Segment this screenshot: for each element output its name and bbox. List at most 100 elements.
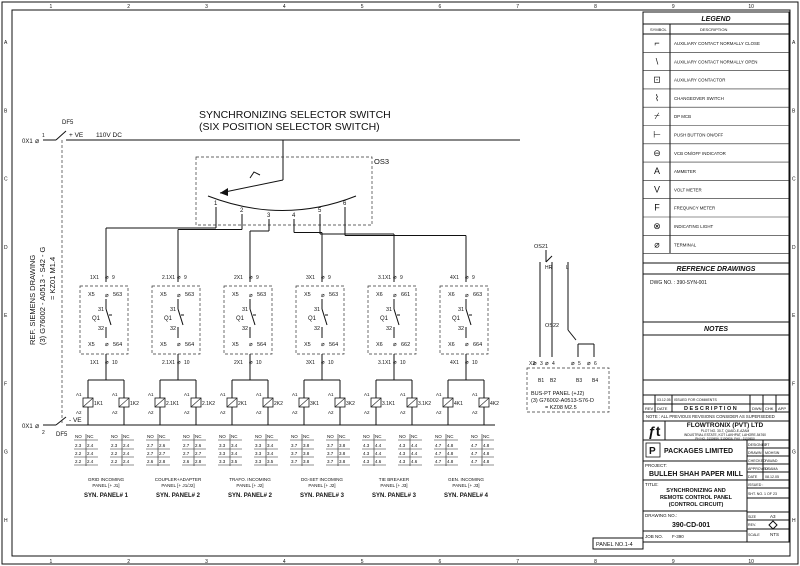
contact-no-value: 2.3 xyxy=(75,443,82,448)
drawing-no: 390-CD-001 xyxy=(672,522,710,529)
border-tick-top: 6 xyxy=(439,4,442,10)
bus-terminal-label: 3 xyxy=(540,361,543,367)
panel-no-box xyxy=(592,537,644,550)
terminal-icon: ⌀ xyxy=(321,293,325,299)
border-tick-right: A xyxy=(792,40,796,46)
switch-position-label: 3 xyxy=(267,213,271,219)
date-value: 08.12.05 xyxy=(765,475,779,479)
terminal-icon: ⌀ xyxy=(105,293,109,299)
bus-pin-label: B4 xyxy=(592,378,598,384)
border-tick-top: 10 xyxy=(748,4,754,10)
contact-no-value: 3.7 xyxy=(291,451,298,456)
legend-description: AUXILIARY CONTACTOR xyxy=(674,78,725,83)
panel-no: PANEL NO.1-4 xyxy=(596,542,633,548)
relay-pin-a1: A1 xyxy=(436,392,442,397)
panel-x-bot: X5 xyxy=(232,342,239,348)
contact-no-value: 3.3 xyxy=(219,459,226,464)
panel-pin-bot: 32 xyxy=(386,326,392,332)
panel-term-bot: 1X1 xyxy=(90,360,99,366)
panel-num-top: 9 xyxy=(328,275,331,281)
panel-2: 2.1X1⌀9X5⌀56331Q132X5⌀5642.1X1⌀10A1A2A1A… xyxy=(146,214,243,499)
switch-enclosure xyxy=(195,156,373,226)
company-addr3: PH NO. 5150856, 5150856, FAX : 5150850 xyxy=(695,437,755,441)
panel-num-top: 9 xyxy=(472,275,475,281)
panel-pin-bot: 32 xyxy=(458,326,464,332)
contact-head-no: NO xyxy=(183,434,190,439)
company-logo-icon: ƒt xyxy=(648,423,661,439)
bus-line1: BUS-PT PANEL (+J2) xyxy=(531,391,584,397)
reference-title: REFRENCE DRAWINGS xyxy=(677,266,756,273)
bus-s1-contact-icon xyxy=(545,255,553,263)
border-tick-bottom: 9 xyxy=(672,559,675,565)
contact-head-no: NO xyxy=(111,434,118,439)
panel-x-bot: X6 xyxy=(376,342,383,348)
panel-caption-line2: PANEL [+ J3] xyxy=(452,483,479,488)
relay-left-label: 3K1 xyxy=(310,401,319,407)
ref-drawing-text: REF. SIEMENS DRAWING (3) G76002 - A0513 … xyxy=(28,246,57,345)
panel-num-bot: 10 xyxy=(112,360,118,366)
negative-rail: 0X1 2 DF5 ⌀ - VE xyxy=(22,416,495,438)
revision-date-1: 03.12.05 xyxy=(657,398,671,402)
terminal-icon: ⌀ xyxy=(177,360,181,366)
contact-nc-value: 4.8 xyxy=(483,443,490,448)
negative-label: - VE xyxy=(69,417,82,424)
panel-term-bot: 3X1 xyxy=(306,360,315,366)
relay-right-label: 3.1K2 xyxy=(418,401,431,407)
contact-head-nc: NC xyxy=(231,434,238,439)
contact-nc-value: 4.8 xyxy=(447,451,454,456)
panel-t-bot: 664 xyxy=(473,342,482,348)
border-tick-top: 7 xyxy=(516,4,519,10)
terminal-icon: ⌀ xyxy=(587,361,591,367)
rev-col-app: APP xyxy=(778,406,786,411)
panel-q1-enclosure xyxy=(151,285,201,355)
top-terminal-label: 0X1 xyxy=(22,139,33,145)
bus-hr-label: HR xyxy=(545,265,553,271)
panel-pin-bot: 32 xyxy=(314,326,320,332)
contact-head-no: NO xyxy=(147,434,154,439)
relay-pin-a1: A1 xyxy=(400,392,406,397)
border-tick-top: 9 xyxy=(672,4,675,10)
panel-num-bot: 10 xyxy=(256,360,262,366)
terminal-icon: ⌀ xyxy=(105,360,109,366)
panel-caption-line1: TRAFO. INCOMING xyxy=(229,477,271,482)
terminal-icon: ⌀ xyxy=(393,275,397,281)
relay-pin-a1: A1 xyxy=(292,392,298,397)
date-label: DATE xyxy=(748,475,758,479)
panel-num-top: 9 xyxy=(112,275,115,281)
contact-head-nc: NC xyxy=(339,434,346,439)
border-tick-left: D xyxy=(4,245,8,251)
positive-label: + VE xyxy=(69,132,84,139)
nc-contact-icon xyxy=(177,308,184,326)
panel-num-bot: 10 xyxy=(184,360,190,366)
dp-mcb-icon: ⌿ xyxy=(654,111,660,121)
panel-5: 3.1X1⌀9X6⌀66131Q132X6⌀6623.1X1⌀10A1A2A1A… xyxy=(319,214,431,499)
legend-description: FREQUNCY METER xyxy=(674,206,715,211)
scale-label: SCALE xyxy=(748,533,760,537)
border-tick-bottom: 5 xyxy=(361,559,364,565)
border-tick-right: B xyxy=(792,108,796,114)
contact-nc-value: 3.8 xyxy=(303,451,310,456)
panel-term-top: 2X1 xyxy=(234,275,243,281)
legend-description: INDICATING LIGHT xyxy=(674,224,714,229)
terminal-icon: ⌀ xyxy=(465,293,469,299)
ref-line3: = KZ01 M1.4 xyxy=(48,257,57,300)
relay-pin-a2: A2 xyxy=(220,410,226,415)
issued-label: ISSUED : xyxy=(748,483,763,487)
panel-4: 3X1⌀9X5⌀56331Q132X5⌀5643X1⌀10A1A2A1A23K1… xyxy=(290,219,355,499)
bus-s2-contact-icon xyxy=(567,329,577,341)
positive-rail: 0X1 DF5 1 ⌀ + VE 110V DC xyxy=(22,120,520,145)
designed-value: FT xyxy=(765,443,770,447)
job-no: F-390 xyxy=(672,534,684,539)
contact-no-value: 3.3 xyxy=(219,451,226,456)
contact-head-no: NO xyxy=(327,434,334,439)
bus-terminal-label: 4 xyxy=(552,361,555,367)
panel-t-top: 563 xyxy=(329,292,338,298)
legend-description: DP MCB xyxy=(674,114,691,119)
contact-no-value: 2.2 xyxy=(75,459,82,464)
terminal-icon: ⌀ xyxy=(105,275,109,281)
legend-col-symbol: SYMBOL xyxy=(650,27,667,32)
contact-head-no: NO xyxy=(363,434,370,439)
legend-description: PUSH BUTTON ON/OFF xyxy=(674,133,724,138)
contact-nc-value: 3.8 xyxy=(303,459,310,464)
